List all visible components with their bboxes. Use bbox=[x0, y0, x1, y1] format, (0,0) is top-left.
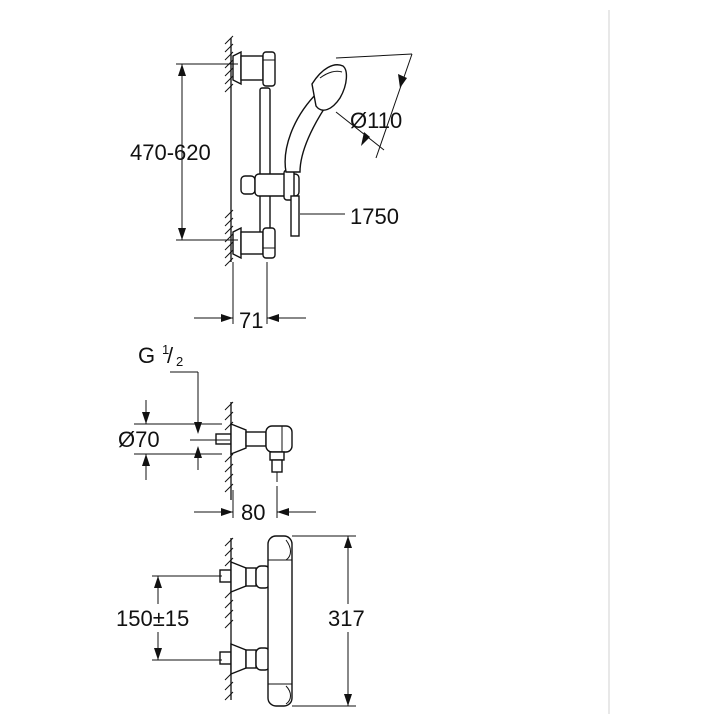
wall-hatch-2 bbox=[224, 401, 234, 493]
offset-71-label: 71 bbox=[239, 308, 263, 333]
height-dimension-317 bbox=[292, 535, 356, 707]
height-dim-label: 470-620 bbox=[130, 140, 211, 165]
thermostat-view: 150±15 317 bbox=[116, 535, 365, 707]
rosette-diameter-label: Ø70 bbox=[118, 427, 160, 452]
upper-connector bbox=[219, 560, 271, 594]
shower-slider bbox=[240, 169, 300, 201]
offset-80-label: 80 bbox=[241, 500, 265, 525]
head-diameter-label: Ø110 bbox=[350, 108, 402, 133]
thermostat-body bbox=[267, 535, 293, 707]
wall-hatch-bottom bbox=[224, 209, 234, 267]
height-317-label: 317 bbox=[328, 606, 365, 631]
rosette-diameter-dimension bbox=[134, 400, 222, 480]
thread-g-label: G bbox=[138, 343, 155, 368]
offset-dimension-80 bbox=[194, 486, 316, 518]
shower-rail bbox=[259, 87, 271, 237]
shower-set-view: 470-620 Ø110 1750 71 bbox=[130, 35, 413, 333]
thread-slash: / bbox=[167, 343, 174, 368]
thread-leader bbox=[170, 371, 230, 470]
hose-length-label: 1750 bbox=[350, 204, 399, 229]
bottom-wall-bracket bbox=[232, 226, 276, 260]
connection-view: G 1 / 2 Ø70 80 bbox=[118, 342, 316, 525]
thread-numerator: 1 bbox=[162, 342, 169, 357]
offset-dimension-71 bbox=[194, 262, 306, 324]
thread-denominator: 2 bbox=[176, 354, 183, 369]
head-diameter-dimension bbox=[335, 53, 413, 159]
centres-dimension bbox=[152, 575, 222, 661]
wall-hatch-3 bbox=[224, 537, 234, 701]
hand-shower bbox=[284, 64, 348, 173]
wall-connector bbox=[215, 422, 293, 482]
shower-hose bbox=[290, 195, 300, 237]
lower-connector bbox=[219, 642, 271, 676]
height-dimension bbox=[176, 63, 238, 241]
top-wall-bracket bbox=[232, 50, 276, 87]
centres-label: 150±15 bbox=[116, 606, 189, 631]
